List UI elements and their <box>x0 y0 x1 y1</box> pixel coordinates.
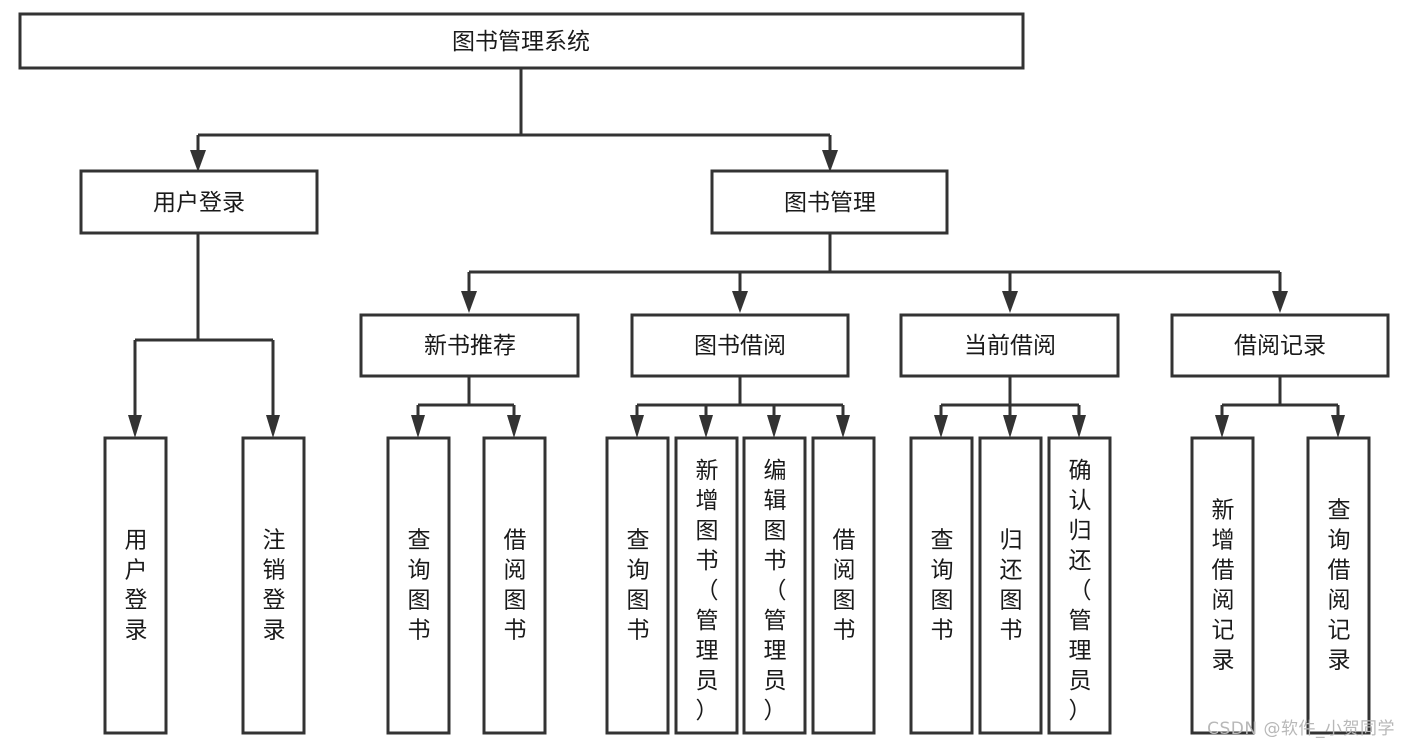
node-leaf-logout-login-label: 注销登录 <box>263 528 286 644</box>
node-leaf-query-book-3-label: 查询图书 <box>931 528 954 644</box>
node-leaf-query-book-2-box[interactable] <box>605 436 670 735</box>
node-leaf-return-book-box[interactable] <box>978 436 1043 735</box>
node-root-box[interactable] <box>18 12 1025 70</box>
node-user-login[interactable]: 用户登录 <box>79 169 319 235</box>
node-leaf-confirm-return-label: 确认归还（管理员） <box>1069 458 1092 724</box>
node-leaf-user-login-label: 用户登录 <box>125 528 148 644</box>
node-leaf-edit-book-box[interactable] <box>742 436 807 735</box>
arrow-bm-to-current-borrow <box>1002 291 1018 313</box>
node-leaf-logout-login[interactable]: 注销登录 <box>241 436 306 735</box>
node-leaf-borrow-book-1[interactable]: 借阅图书 <box>482 436 547 735</box>
node-root-label: 图书管理系统 <box>452 29 590 55</box>
connector-layer <box>128 68 1345 438</box>
node-new-book-recommend-label: 新书推荐 <box>424 333 516 359</box>
node-borrow-record[interactable]: 借阅记录 <box>1170 313 1390 378</box>
node-leaf-query-book-2-label: 查询图书 <box>627 528 650 644</box>
arrow-new-book-to-leaf-1 <box>411 415 425 438</box>
arrow-cb-to-leaf-2 <box>1003 415 1017 438</box>
node-leaf-query-record-label: 查询借阅记录 <box>1328 498 1351 674</box>
node-leaf-add-book-label: 新增图书（管理员） <box>696 458 719 724</box>
node-new-book-recommend[interactable]: 新书推荐 <box>359 313 580 378</box>
node-current-borrow[interactable]: 当前借阅 <box>899 313 1120 378</box>
arrow-new-book-to-leaf-2 <box>507 415 521 438</box>
node-leaf-add-record[interactable]: 新增借阅记录 <box>1190 436 1255 735</box>
node-leaf-borrow-book-2-label: 借阅图书 <box>833 528 856 644</box>
node-current-borrow-label: 当前借阅 <box>964 333 1056 359</box>
node-leaf-confirm-return[interactable]: 确认归还（管理员） <box>1047 436 1112 735</box>
node-root[interactable]: 图书管理系统 <box>18 12 1025 70</box>
node-user-login-label: 用户登录 <box>153 190 245 216</box>
node-book-borrow-box[interactable] <box>630 313 850 378</box>
arrow-bm-to-borrow-record <box>1272 291 1288 313</box>
node-leaf-query-book-1-box[interactable] <box>386 436 451 735</box>
node-leaf-edit-book[interactable]: 编辑图书（管理员） <box>742 436 807 735</box>
node-leaf-add-book-box[interactable] <box>674 436 739 735</box>
node-leaf-add-book[interactable]: 新增图书（管理员） <box>674 436 739 735</box>
node-leaf-query-book-1[interactable]: 查询图书 <box>386 436 451 735</box>
node-leaf-borrow-book-1-box[interactable] <box>482 436 547 735</box>
node-user-login-box[interactable] <box>79 169 319 235</box>
leaf-layer: 用户登录 注销登录 查询图书 借阅图书 查询图书 新增图书（管理员） 编辑图书（… <box>103 436 1371 735</box>
node-leaf-logout-login-box[interactable] <box>241 436 306 735</box>
node-leaf-edit-book-label: 编辑图书（管理员） <box>764 458 787 724</box>
node-leaf-user-login[interactable]: 用户登录 <box>103 436 168 735</box>
arrow-user-login-to-leaf-2 <box>266 415 280 438</box>
node-new-book-recommend-box[interactable] <box>359 313 580 378</box>
node-leaf-return-book-label: 归还图书 <box>1000 528 1023 644</box>
node-leaf-add-record-box[interactable] <box>1190 436 1255 735</box>
arrow-bb-to-leaf-2 <box>699 415 713 438</box>
arrow-bb-to-leaf-3 <box>767 415 781 438</box>
node-leaf-confirm-return-box[interactable] <box>1047 436 1112 735</box>
arrow-bm-to-book-borrow <box>732 291 748 313</box>
node-leaf-query-record-box[interactable] <box>1306 436 1371 735</box>
node-borrow-record-box[interactable] <box>1170 313 1390 378</box>
node-leaf-query-record[interactable]: 查询借阅记录 <box>1306 436 1371 735</box>
node-book-management-label: 图书管理 <box>784 190 876 216</box>
arrow-bb-to-leaf-1 <box>630 415 644 438</box>
node-book-borrow-label: 图书借阅 <box>694 333 786 359</box>
arrow-cb-to-leaf-1 <box>934 415 948 438</box>
node-leaf-query-book-1-label: 查询图书 <box>408 528 431 644</box>
node-leaf-query-book-3-box[interactable] <box>909 436 974 735</box>
node-leaf-borrow-book-2[interactable]: 借阅图书 <box>811 436 876 735</box>
node-current-borrow-box[interactable] <box>899 313 1120 378</box>
node-leaf-return-book[interactable]: 归还图书 <box>978 436 1043 735</box>
node-book-management[interactable]: 图书管理 <box>710 169 949 235</box>
arrow-user-login-to-leaf-1 <box>128 415 142 438</box>
arrow-bm-to-new-book <box>461 291 477 313</box>
node-leaf-borrow-book-2-box[interactable] <box>811 436 876 735</box>
arrow-bb-to-leaf-4 <box>836 415 850 438</box>
node-leaf-query-book-2[interactable]: 查询图书 <box>605 436 670 735</box>
arrow-root-to-user-login <box>190 150 206 172</box>
node-book-management-box[interactable] <box>710 169 949 235</box>
node-book-borrow[interactable]: 图书借阅 <box>630 313 850 378</box>
node-leaf-user-login-box[interactable] <box>103 436 168 735</box>
node-leaf-query-book-3[interactable]: 查询图书 <box>909 436 974 735</box>
arrow-br-to-leaf-1 <box>1215 415 1229 438</box>
node-leaf-add-record-label: 新增借阅记录 <box>1212 498 1235 674</box>
node-borrow-record-label: 借阅记录 <box>1234 333 1326 359</box>
arrow-br-to-leaf-2 <box>1331 415 1345 438</box>
node-leaf-borrow-book-1-label: 借阅图书 <box>504 528 527 644</box>
arrow-root-to-book-management <box>822 150 838 172</box>
arrow-cb-to-leaf-3 <box>1072 415 1086 438</box>
